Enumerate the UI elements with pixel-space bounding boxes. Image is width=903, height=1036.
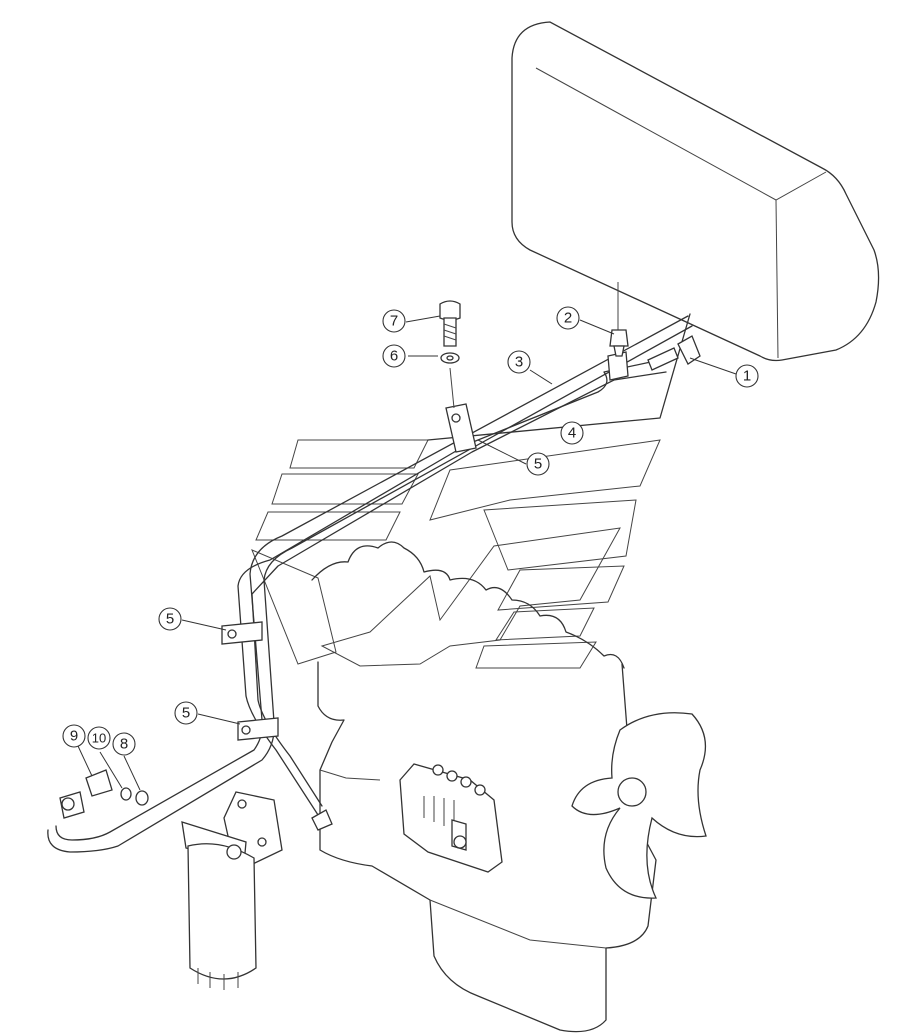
callout-10: 10: [87, 726, 111, 750]
svg-text:9: 9: [70, 728, 78, 745]
callout-5-upper: 5: [526, 452, 550, 476]
fuel-lines: [47, 313, 701, 853]
svg-text:3: 3: [515, 354, 523, 371]
fuel-filter: [181, 791, 283, 990]
callout-1: 1: [735, 364, 759, 388]
svg-text:8: 8: [120, 736, 128, 753]
svg-text:5: 5: [534, 456, 542, 473]
svg-text:1: 1: [743, 368, 751, 385]
connector-fitting: [609, 282, 629, 357]
svg-text:2: 2: [564, 310, 572, 327]
svg-text:7: 7: [390, 313, 398, 330]
leader-lines: [77, 315, 737, 791]
callout-7: 7: [382, 309, 406, 333]
pipe-clamps: [221, 403, 477, 741]
svg-text:5: 5: [182, 705, 190, 722]
callout-3: 3: [507, 350, 531, 374]
callout-6: 6: [382, 344, 406, 368]
callout-5-lower: 5: [174, 701, 198, 725]
svg-text:10: 10: [92, 731, 106, 746]
svg-text:5: 5: [166, 611, 174, 628]
small-washers: [120, 787, 149, 806]
callout-9: 9: [62, 724, 86, 748]
callout-2: 2: [556, 306, 580, 330]
callout-4: 4: [560, 421, 584, 445]
engine-block: [251, 439, 707, 1033]
fuel-tank: [511, 21, 880, 362]
svg-text:4: 4: [568, 425, 576, 442]
svg-text:6: 6: [390, 348, 398, 365]
callout-8: 8: [112, 732, 136, 756]
callout-5-middle: 5: [158, 607, 182, 631]
bolt-and-washer: [439, 300, 461, 409]
